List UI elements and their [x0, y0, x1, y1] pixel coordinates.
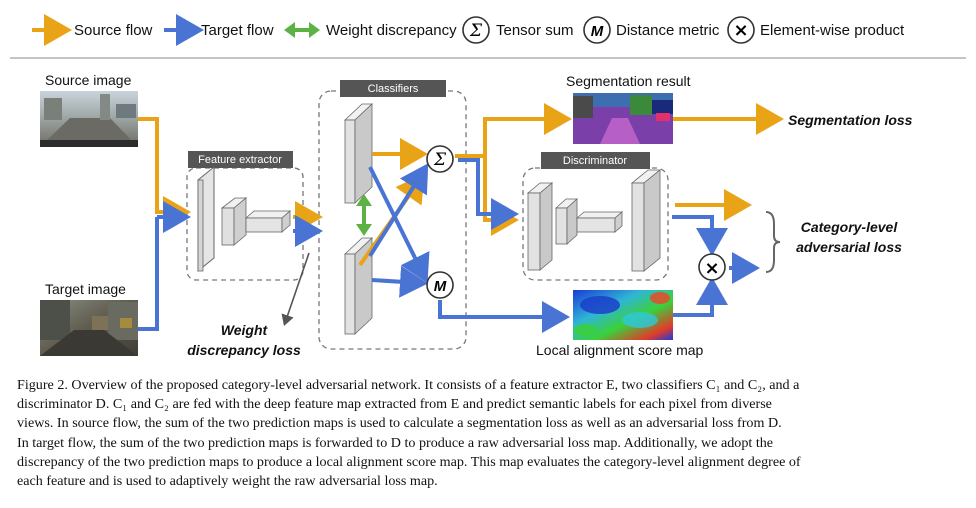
weight-loss-line1: Weight — [221, 322, 269, 338]
feature-extractor-tag — [188, 151, 293, 168]
segmentation-result-image — [573, 93, 673, 144]
legend-metric-icon — [583, 16, 611, 44]
classifier-c1 — [343, 103, 374, 204]
loss-brace — [765, 211, 781, 273]
target-image — [40, 300, 138, 356]
figure-caption: Figure 2. Overview of the proposed categ… — [17, 376, 961, 491]
weight-discrepancy-arrow — [356, 194, 372, 236]
element-product-symbol: × — [704, 258, 719, 279]
target-image-label: Target image — [45, 281, 126, 297]
legend-sum-text: Tensor sum — [496, 22, 574, 39]
legend-sum-symbol: Σ — [469, 21, 483, 41]
alignment-map-label: Local alignment score map — [536, 342, 704, 358]
tensor-sum-symbol: Σ — [433, 150, 447, 170]
legend-source-text: Source flow — [74, 22, 153, 39]
category-loss-line2: adversarial loss — [796, 239, 902, 255]
discriminator-layers — [526, 169, 662, 272]
architecture-diagram: Source flow Target flow Weight discrepan… — [10, 14, 966, 358]
distance-metric-icon — [426, 271, 454, 299]
feature-extractor-label: Feature extractor — [198, 154, 282, 166]
legend-weight-text: Weight discrepancy — [326, 22, 457, 39]
legend-weight-arrow — [284, 22, 320, 38]
discriminator-label: Discriminator — [563, 155, 628, 167]
legend-product-icon — [727, 16, 755, 44]
classifiers-tag — [340, 80, 446, 97]
tensor-sum-icon — [426, 145, 454, 173]
weight-loss-line2: discrepancy loss — [187, 342, 301, 358]
target-flow — [138, 158, 760, 333]
caption-line: discriminator D. C₁ and C₂ are fed with … — [17, 396, 772, 413]
source-image — [40, 91, 138, 147]
feature-extractor-layers — [197, 165, 292, 273]
legend: Source flow Target flow Weight discrepan… — [32, 14, 905, 46]
caption-line: discrepancy of the two prediction maps t… — [17, 453, 801, 470]
alignment-score-map — [573, 290, 673, 340]
caption-line: In target flow, the sum of the two predi… — [17, 434, 774, 451]
classifiers-label: Classifiers — [368, 83, 419, 95]
legend-product-symbol: × — [733, 20, 748, 41]
discriminator-box — [522, 167, 669, 281]
caption-line: views. In source flow, the sum of the tw… — [17, 415, 782, 432]
legend-product-text: Element-wise product — [760, 22, 905, 39]
caption-line: Figure 2. Overview of the proposed categ… — [17, 377, 800, 393]
distance-metric-symbol: M — [434, 278, 447, 295]
caption-line: each feature and is used to adaptively w… — [17, 473, 438, 490]
segmentation-result-label: Segmentation result — [566, 73, 691, 89]
segmentation-loss-label: Segmentation loss — [788, 112, 913, 128]
element-product-icon — [698, 253, 726, 281]
discriminator-tag — [541, 152, 650, 169]
legend-metric-symbol: M — [591, 23, 604, 40]
category-loss-line1: Category-level — [801, 219, 899, 235]
legend-target-text: Target flow — [201, 22, 274, 39]
weight-loss-pointer — [281, 252, 310, 327]
source-image-label: Source image — [45, 72, 132, 88]
legend-metric-text: Distance metric — [616, 22, 720, 39]
legend-sum-icon — [462, 16, 490, 44]
classifier-c2 — [343, 237, 374, 335]
